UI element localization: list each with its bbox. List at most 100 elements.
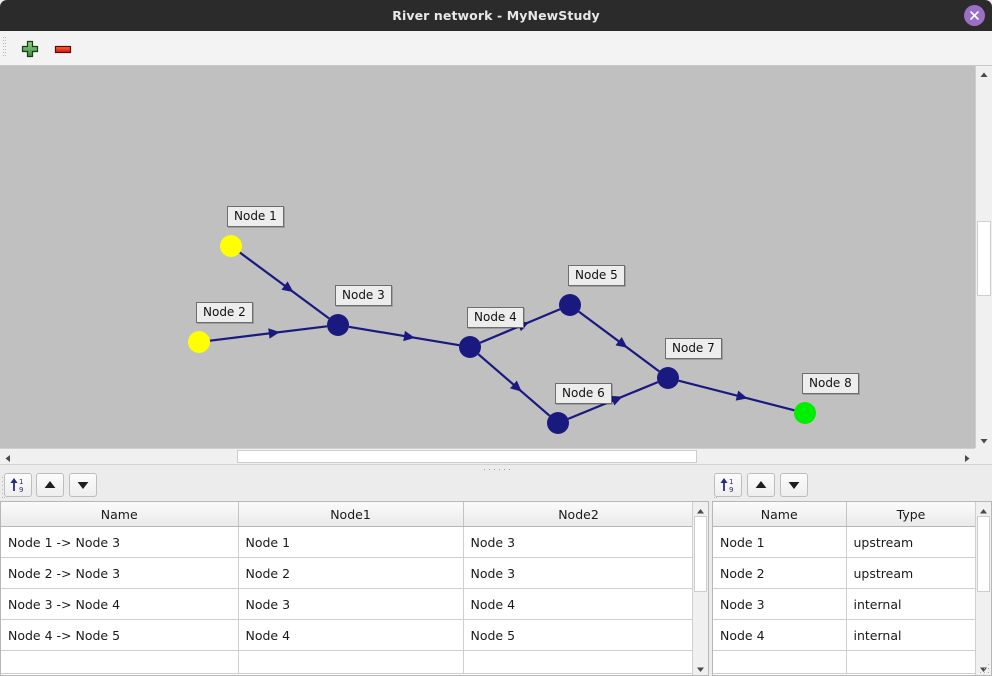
graph-node-node-7[interactable] [657,367,679,389]
table-cell[interactable]: Node 5 [463,619,694,651]
node-vscroll-thumb[interactable] [977,516,990,592]
graph-node-label-node-8[interactable]: Node 8 [802,373,859,394]
delete-minus-icon[interactable] [51,37,75,61]
table-cell[interactable]: Node 4 [713,619,847,651]
node-move-down-button[interactable] [780,473,808,497]
splitter-grip[interactable] [484,469,510,472]
table-cell[interactable]: Node 3 [713,588,847,620]
table-row-empty[interactable] [713,650,976,674]
branch-scroll-up-icon[interactable] [694,503,707,516]
table-cell[interactable]: internal [846,588,976,620]
table-cell[interactable] [463,650,694,674]
table-cell[interactable] [238,650,464,674]
node-scroll-up-icon[interactable] [977,503,990,516]
table-cell[interactable]: Node 3 -> Node 4 [1,588,239,620]
branch-move-up-button[interactable] [36,473,64,497]
column-header-type[interactable]: Type [846,502,976,527]
graph-node-node-4[interactable] [459,336,481,358]
table-cell[interactable]: Node 2 [713,557,847,589]
node-sort-button[interactable]: 1 9 [714,473,742,497]
network-graph-svg [188,235,816,434]
graph-node-label-node-5[interactable]: Node 5 [568,265,625,286]
table-cell[interactable]: Node 3 [463,526,694,558]
window-resize-grip[interactable] [980,664,989,673]
graph-node-node-6[interactable] [547,412,569,434]
column-header-node1[interactable]: Node1 [238,502,464,527]
table-cell[interactable]: Node 4 [238,619,464,651]
toolbar-drag-handle[interactable] [3,37,7,59]
table-cell[interactable]: Node 4 -> Node 5 [1,619,239,651]
graph-edge[interactable] [239,251,330,320]
window-title: River network - MyNewStudy [392,8,600,23]
canvas-vscroll-thumb[interactable] [977,221,991,296]
network-diagram-canvas[interactable]: Node 1 Node 2 Node 3 Node 4 Node 5 Node 6 Node… [0,66,975,448]
branch-vscroll-thumb[interactable] [694,516,707,592]
graph-node-label-node-6[interactable]: Node 6 [555,383,612,404]
table-cell[interactable]: internal [846,619,976,651]
graph-edge[interactable] [348,325,460,347]
graph-edge-arrow-icon [510,380,522,392]
table-cell[interactable]: Node 1 -> Node 3 [1,526,239,558]
column-header-node2[interactable]: Node2 [463,502,694,527]
node-scroll-down-icon[interactable] [977,661,990,674]
branch-scroll-down-icon[interactable] [694,661,707,674]
table-cell[interactable]: upstream [846,526,976,558]
table-cell[interactable]: Node 3 [463,557,694,589]
scroll-down-icon[interactable] [977,433,991,447]
column-header-name[interactable]: Name [1,502,239,527]
horizontal-splitter[interactable] [0,464,992,473]
graph-edge[interactable] [209,325,328,342]
node-move-up-button[interactable] [747,473,775,497]
graph-edge-arrow-icon [735,390,748,401]
table-cell[interactable] [846,650,976,674]
close-icon[interactable] [964,5,985,26]
graph-node-node-2[interactable] [188,331,210,353]
table-cell[interactable]: Node 1 [238,526,464,558]
graph-node-node-1[interactable] [220,235,242,257]
scroll-right-icon[interactable] [961,450,974,463]
canvas-hscroll-thumb[interactable] [237,450,697,463]
graph-node-label-node-2[interactable]: Node 2 [196,302,253,323]
graph-node-label-node-1[interactable]: Node 1 [227,206,284,227]
graph-node-label-node-7[interactable]: Node 7 [665,338,722,359]
branch-move-down-button[interactable] [69,473,97,497]
table-cell[interactable]: upstream [846,557,976,589]
canvas-horizontal-scrollbar[interactable] [0,448,975,464]
graph-node-label-node-4[interactable]: Node 4 [467,307,524,328]
graph-node-node-8[interactable] [794,402,816,424]
table-cell[interactable]: Node 2 [238,557,464,589]
graph-node-node-3[interactable] [327,314,349,336]
node-table-vertical-scrollbar[interactable] [975,502,991,675]
graph-node-node-5[interactable] [559,294,581,316]
graph-node-label-node-3[interactable]: Node 3 [335,285,392,306]
canvas-vertical-scrollbar[interactable] [975,66,992,448]
table-cell[interactable]: Node 1 [713,526,847,558]
table-cell[interactable] [1,650,239,674]
table-cell[interactable] [713,650,847,674]
add-plus-icon[interactable] [18,37,42,61]
graph-edge[interactable] [678,379,795,412]
table-cell[interactable]: Node 3 [238,588,464,620]
scroll-up-icon[interactable] [977,67,991,81]
table-cell[interactable]: Node 4 [463,588,694,620]
table-cell[interactable]: Node 2 -> Node 3 [1,557,239,589]
window-titlebar[interactable]: River network - MyNewStudy [0,0,992,31]
branch-sort-button[interactable]: 1 9 [4,473,32,497]
column-header-name[interactable]: Name [713,502,847,527]
scroll-left-icon[interactable] [1,450,14,463]
table-row-empty[interactable] [1,650,694,674]
branch-table-vertical-scrollbar[interactable] [692,502,708,675]
